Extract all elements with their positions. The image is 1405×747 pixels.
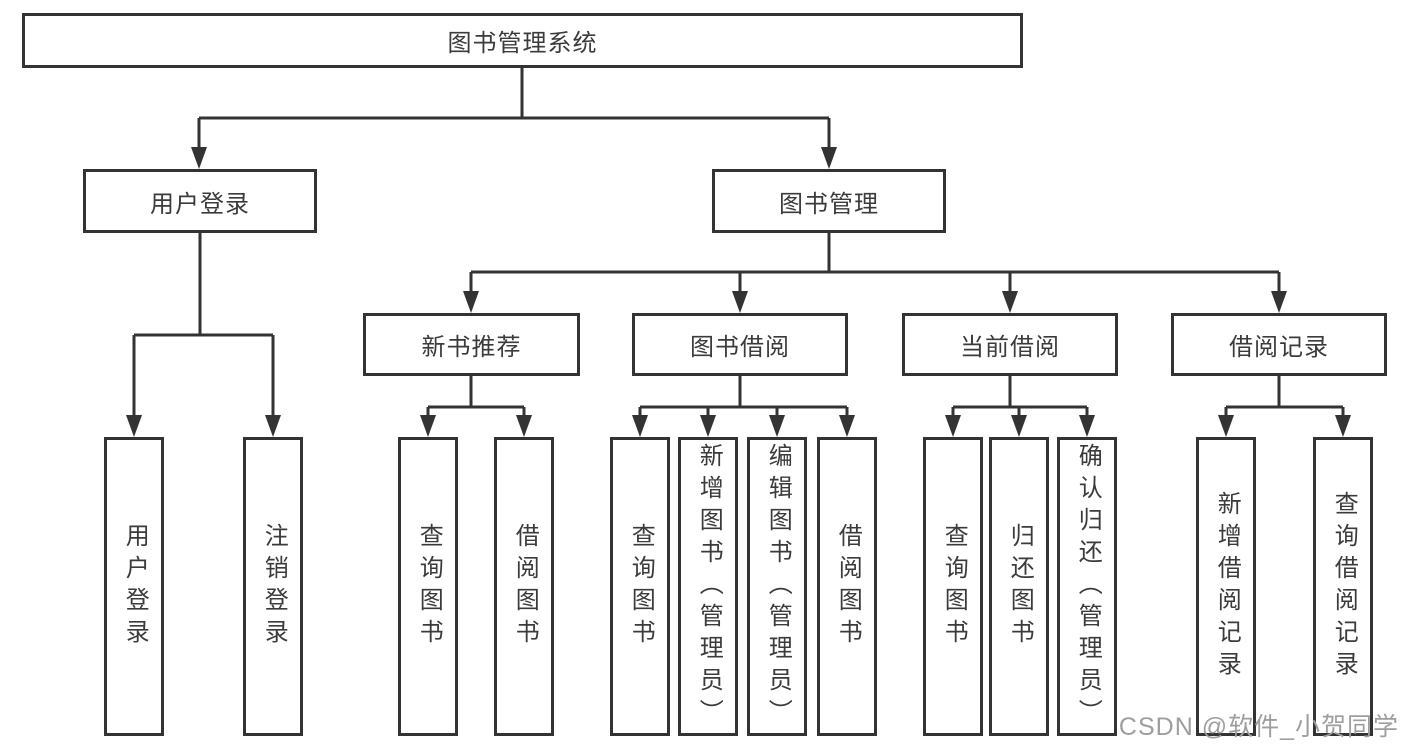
leaf-edit-book-admin: 编辑图书（管理员）: [747, 437, 807, 736]
watermark: CSDN @软件_小贺同学: [1118, 713, 1399, 741]
node-new-book-recommendation: 新书推荐: [363, 313, 580, 376]
node-current-borrowing: 当前借阅: [902, 313, 1118, 376]
leaf-user-login: 用户登录: [104, 437, 164, 736]
node-user-login: 用户登录: [83, 169, 317, 233]
leaf-query-books-recommend: 查询图书: [398, 437, 458, 736]
leaf-return-book: 归还图书: [989, 437, 1049, 736]
leaf-borrow-books: 借阅图书: [817, 437, 877, 736]
leaf-query-borrow-record: 查询借阅记录: [1313, 437, 1373, 736]
node-borrowing-records: 借阅记录: [1171, 313, 1387, 376]
leaf-add-borrow-record: 新增借阅记录: [1196, 437, 1256, 736]
connector-paths: [132, 68, 1345, 418]
leaf-query-books-current: 查询图书: [923, 437, 983, 736]
node-book-management: 图书管理: [712, 169, 946, 233]
leaf-logout: 注销登录: [243, 437, 303, 736]
leaf-confirm-return-admin: 确认归还（管理员）: [1057, 437, 1117, 736]
leaf-borrow-books-recommend: 借阅图书: [494, 437, 554, 736]
leaf-add-book-admin: 新增图书（管理员）: [678, 437, 738, 736]
node-root: 图书管理系统: [22, 13, 1023, 68]
node-book-borrowing: 图书借阅: [632, 313, 848, 376]
leaf-query-books-borrowing: 查询图书: [610, 437, 670, 736]
